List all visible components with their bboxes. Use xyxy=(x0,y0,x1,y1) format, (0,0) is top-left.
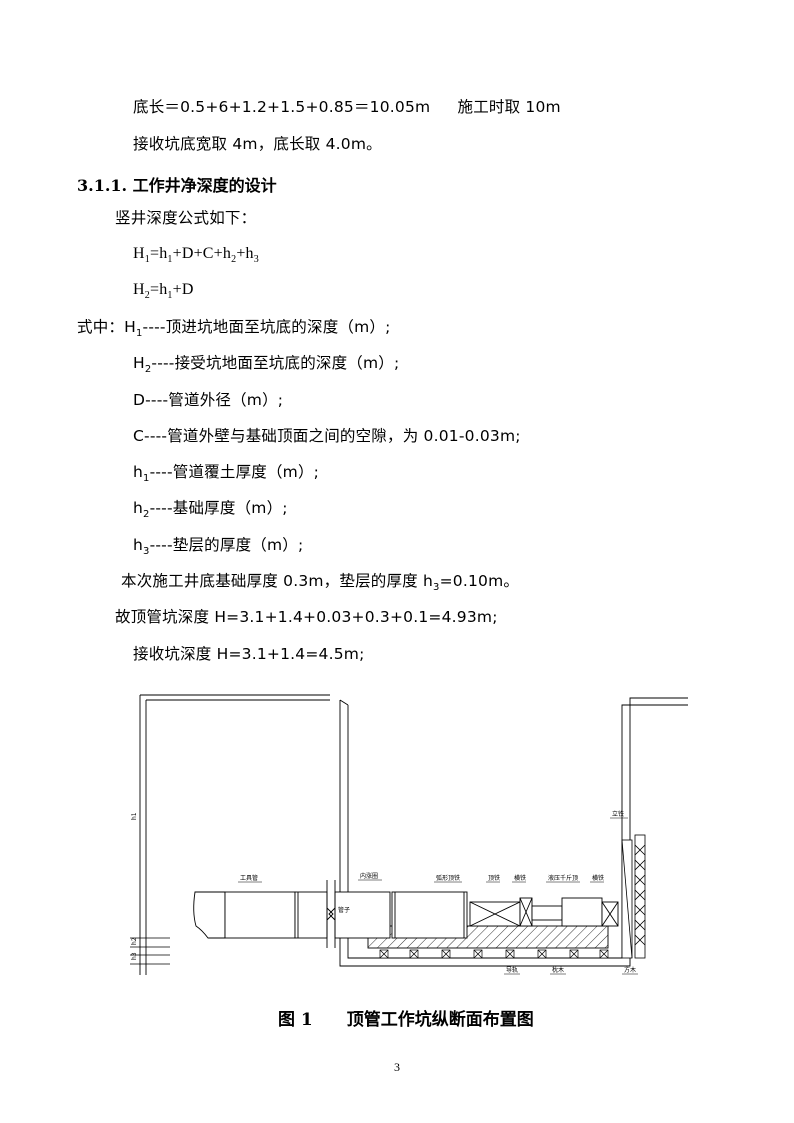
receiving-pit-depth: 接收坑深度 H=3.1+1.4=4.5m; xyxy=(133,645,365,663)
bottom-length-formula: 底长＝0.5+6+1.2+1.5+0.85＝10.05m xyxy=(133,98,431,116)
vertical-iron xyxy=(621,834,646,959)
jacking-assembly xyxy=(469,897,619,927)
label-tool-pipe: 工具管 xyxy=(240,874,258,882)
label-h2: h2 xyxy=(131,937,138,945)
label-leaders xyxy=(238,817,638,975)
label-guide-rail: 导轨 xyxy=(506,966,518,974)
sleepers xyxy=(379,949,609,959)
page-number: 3 xyxy=(394,1060,400,1074)
shaft-depth-intro: 竖井深度公式如下： xyxy=(115,209,257,227)
label-hydraulic-jack: 液压千斤顶 xyxy=(548,874,578,882)
formula-h2: H2=h1+D xyxy=(133,281,194,302)
construction-length-note: 施工时取 10m xyxy=(457,98,561,116)
base-thickness-line: 本次施工井底基础厚度 0.3m，垫层的厚度 h3=0.10m。 xyxy=(121,572,520,594)
label-square-wood: 方木 xyxy=(624,966,636,974)
label-h3: h3 xyxy=(131,952,138,960)
pipe-string xyxy=(193,891,468,939)
figure-caption: 图 1 顶管工作坑纵断面布置图 xyxy=(278,1010,534,1030)
where-c: C----管道外壁与基础顶面之间的空隙，为 0.01-0.03m; xyxy=(133,427,521,445)
label-pipe: 管子 xyxy=(338,906,350,914)
label-plate-iron: 横铁 xyxy=(514,874,526,882)
where-h2: H2----接受坑地面至坑底的深度（m）; xyxy=(133,354,400,376)
label-sleeper: 枕木 xyxy=(552,966,564,974)
receiving-pit-line: 接收坑底宽取 4m，底长取 4.0m。 xyxy=(133,135,382,153)
section-heading: 3.1.1. 工作井净深度的设计 xyxy=(77,176,277,195)
label-inner-ring: 内涨圈 xyxy=(360,872,378,880)
bottom-length-line: 底长＝0.5+6+1.2+1.5+0.85＝10.05m 施工时取 10m xyxy=(133,97,561,117)
where-h3-cushion: h3----垫层的厚度（m）; xyxy=(133,536,304,558)
label-plate-iron-2: 横铁 xyxy=(592,874,604,882)
jacking-pit-depth: 故顶管坑深度 H=3.1+1.4+0.03+0.3+0.1=4.93m; xyxy=(115,608,498,626)
label-h1: h1 xyxy=(131,812,138,820)
label-top-iron: 顶铁 xyxy=(488,874,500,882)
jacking-pit-section-diagram: h1 h2 h3 xyxy=(130,694,688,975)
where-h1: 式中：H1----顶进坑地面至坑底的深度（m）; xyxy=(77,318,391,340)
where-h2-base: h2----基础厚度（m）; xyxy=(133,499,288,521)
formula-h1: H1=h1+D+C+h2+h3 xyxy=(133,245,259,266)
label-vertical-iron: 立铁 xyxy=(612,810,624,818)
where-h1-cover: h1----管道覆土厚度（m）; xyxy=(133,463,320,485)
label-ring-iron: 弧形顶铁 xyxy=(436,874,460,882)
left-wall xyxy=(139,694,330,975)
height-dimension-marks xyxy=(130,937,170,965)
where-d: D----管道外径（m）; xyxy=(133,391,284,409)
pipe-break-symbol xyxy=(326,880,336,948)
